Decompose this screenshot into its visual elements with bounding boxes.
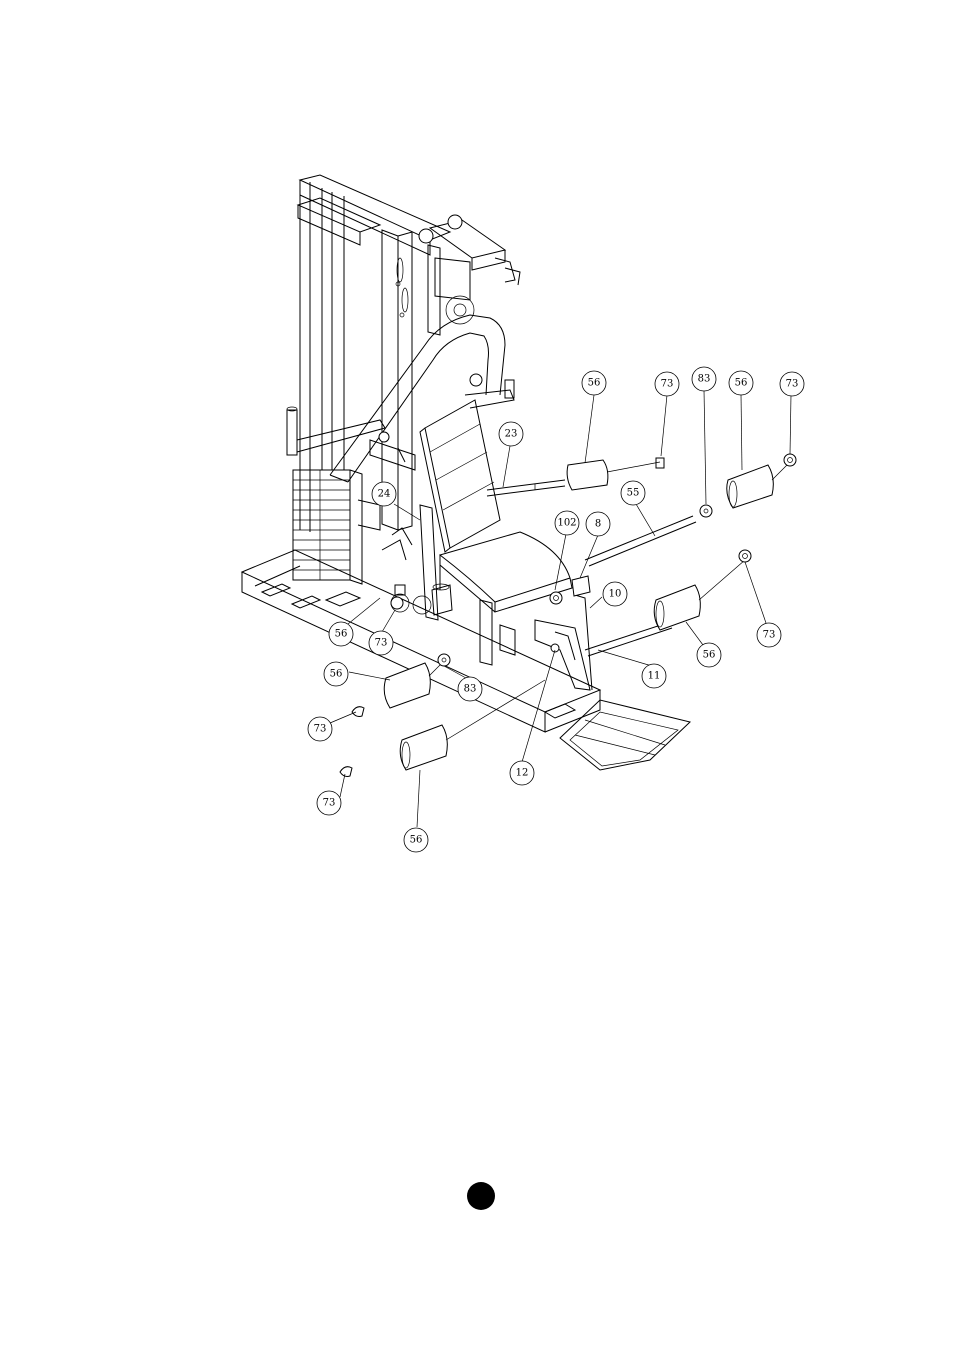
svg-text:55: 55 [627,488,640,499]
callout-11: 11 [642,664,666,688]
callout-73-left-base: 73 [369,631,393,655]
svg-text:56: 56 [330,669,343,680]
callout-73-right-lower: 73 [757,623,781,647]
svg-text:8: 8 [595,519,601,530]
callout-56-left-base: 56 [329,622,353,646]
callout-102: 102 [555,511,579,535]
callout-55: 55 [621,481,645,505]
svg-text:56: 56 [703,650,716,661]
svg-text:73: 73 [375,638,388,649]
callout-83-lower: 83 [458,677,482,701]
callout-73-upper-right: 73 [780,372,804,396]
callout-56-right-lower: 56 [697,643,721,667]
callout-24: 24 [372,482,396,506]
weight-stack [293,470,380,584]
footplate [560,700,690,770]
svg-text:56: 56 [735,378,748,389]
callout-73-upper: 73 [655,372,679,396]
svg-text:24: 24 [378,489,391,500]
exploded-parts [340,454,796,777]
callout-56-left-middle: 56 [324,662,348,686]
callout-12: 12 [510,761,534,785]
svg-text:83: 83 [698,374,711,385]
callout-56-upper: 56 [582,371,606,395]
callout-73-left-middle: 73 [308,717,332,741]
svg-text:73: 73 [314,724,327,735]
callout-10: 10 [603,582,627,606]
svg-text:73: 73 [323,798,336,809]
svg-text:56: 56 [410,835,423,846]
svg-text:73: 73 [786,379,799,390]
svg-text:23: 23 [505,429,518,440]
svg-text:11: 11 [648,671,661,682]
svg-text:12: 12 [516,768,529,779]
callout-8: 8 [586,512,610,536]
svg-text:73: 73 [763,630,776,641]
callout-56-left-lower: 56 [404,828,428,852]
callout-73-left-lower: 73 [317,791,341,815]
svg-text:10: 10 [609,589,622,600]
svg-text:56: 56 [588,378,601,389]
callout-83-upper: 83 [692,367,716,391]
back-pad [420,400,500,552]
svg-text:73: 73 [661,379,674,390]
svg-text:102: 102 [557,518,576,529]
page-marker-dot [467,1182,495,1210]
callout-23: 23 [499,422,523,446]
callout-56-upper-right: 56 [729,371,753,395]
svg-text:83: 83 [464,684,477,695]
svg-text:56: 56 [335,629,348,640]
